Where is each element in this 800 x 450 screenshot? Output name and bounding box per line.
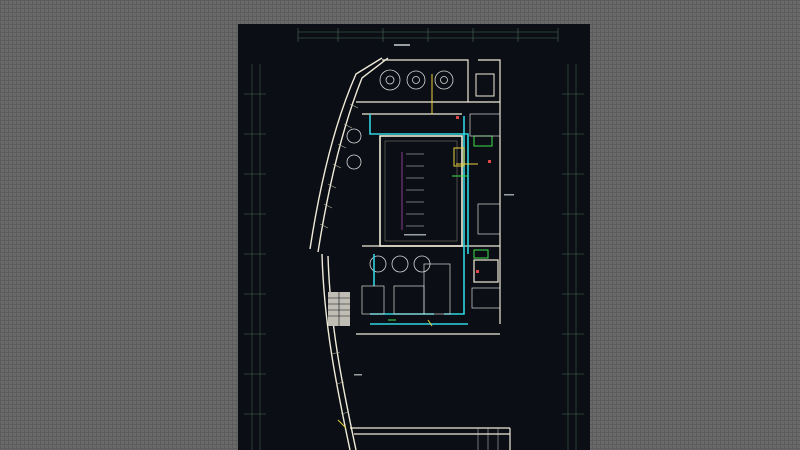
top-dimension-line [297, 28, 559, 42]
service-rooms [361, 73, 501, 315]
accent-marks [456, 116, 491, 273]
floor-plan [244, 28, 584, 450]
lower-wing-cells [477, 428, 499, 450]
drawing-labels [354, 44, 514, 376]
yellow-pipes [337, 74, 478, 429]
right-grid-axis [562, 64, 584, 450]
stair-block [328, 292, 350, 326]
equipment-circles [346, 69, 454, 273]
cyan-pipes [369, 114, 469, 325]
building-outline [356, 59, 501, 335]
green-pipes [388, 135, 493, 321]
lower-wing [350, 427, 511, 450]
left-grid-axis [244, 64, 266, 450]
central-hall [379, 135, 463, 247]
cad-drawing-sheet[interactable] [238, 24, 590, 450]
curved-facade [309, 57, 389, 450]
